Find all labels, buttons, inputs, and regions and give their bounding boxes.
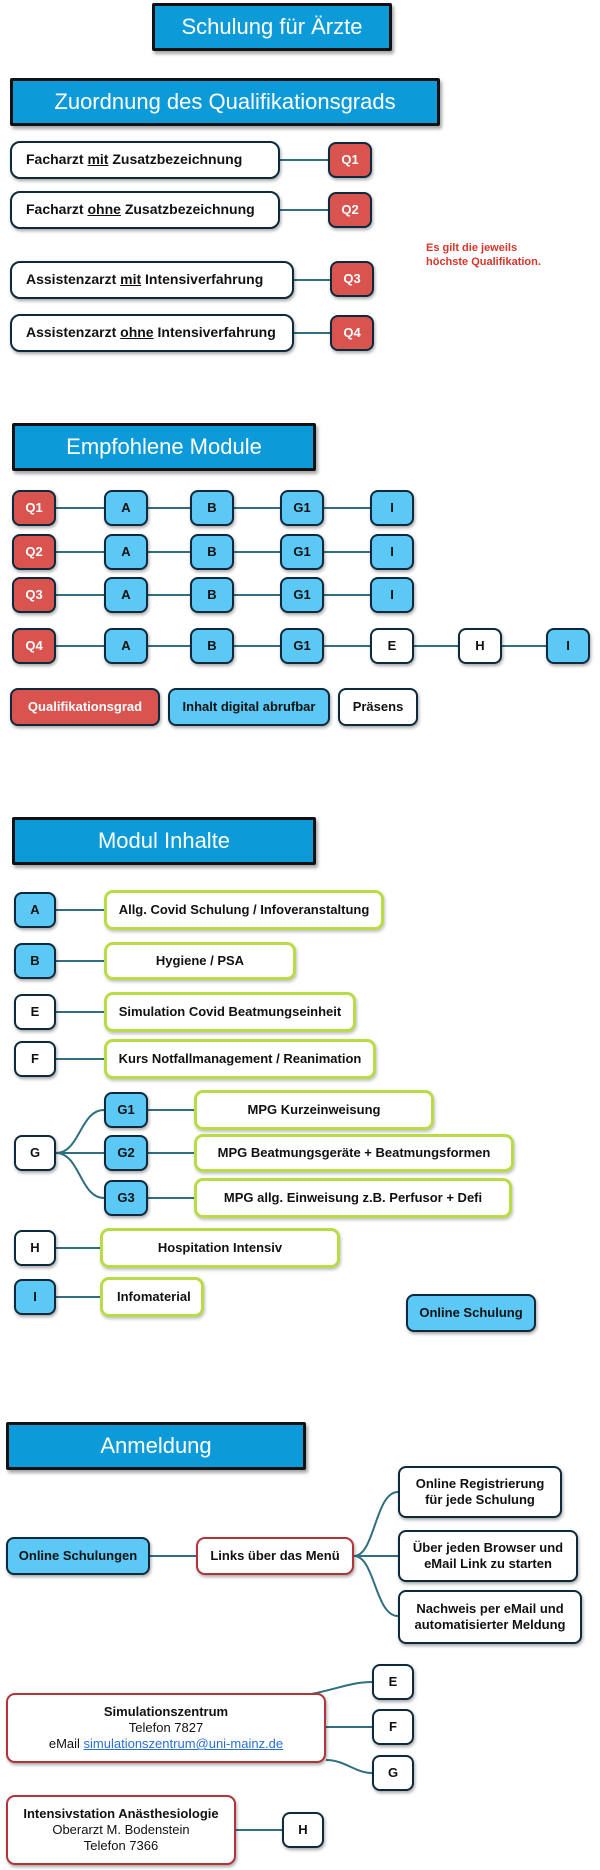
row-q3-module-a: A [104, 577, 148, 613]
proof-line-2: automatisierter Meldung [414, 1617, 566, 1632]
icu-phone: Telefon 7366 [83, 1838, 159, 1854]
qualification-note: Es gilt die jeweils höchste Qualifikatio… [426, 242, 541, 270]
badge-q4: Q4 [330, 315, 374, 351]
row-q2-module-a: A [104, 534, 148, 570]
content-key-i: I [14, 1279, 56, 1315]
icu-name: Intensivstation Anästhesiologie [23, 1805, 219, 1821]
content-text-e: Simulation Covid Beatmungseinheit [104, 992, 356, 1032]
row-q4-module-a: A [104, 628, 148, 664]
content-key-g3: G3 [104, 1180, 148, 1216]
browser-info-box: Über jeden Browser und eMail Link zu sta… [398, 1530, 578, 1582]
simulation-center-phone: Telefon 7827 [128, 1719, 204, 1735]
content-text-h: Hospitation Intensiv [100, 1228, 340, 1268]
row-q1-module-i: I [370, 490, 414, 526]
note-line-2: höchste Qualifikation. [426, 255, 541, 268]
content-key-e: E [14, 994, 56, 1030]
content-text-g2: MPG Beatmungsgeräte + Beatmungsformen [194, 1134, 514, 1172]
registration-line-1: Online Registrierung [415, 1475, 545, 1491]
qualification-emphasis: ohne [87, 201, 121, 218]
browser-line-1: Über jeden Browser und [412, 1539, 564, 1555]
qualification-item-q4: Assistenzarzt ohne Intensiverfahrung [10, 314, 294, 352]
icu-box: Intensivstation Anästhesiologie Oberarzt… [6, 1795, 236, 1865]
browser-line-2: eMail Link zu starten [424, 1556, 552, 1571]
qualification-label-rest: Zusatzbezeichnung [124, 201, 255, 218]
row-q4-module-g1: G1 [280, 628, 324, 664]
row-q3-qual: Q3 [12, 577, 56, 613]
content-key-a: A [14, 892, 56, 928]
badge-q1: Q1 [328, 142, 372, 178]
content-text-f: Kurs Notfallmanagement / Reanimation [104, 1039, 376, 1079]
row-q1-qual: Q1 [12, 490, 56, 526]
online-trainings-node: Online Schulungen [6, 1537, 150, 1575]
row-q1-module-b: B [190, 490, 234, 526]
content-key-g2: G2 [104, 1135, 148, 1171]
content-text-a: Allg. Covid Schulung / Infoveranstaltung [104, 890, 384, 930]
qualification-label: Assistenzarzt [26, 271, 117, 288]
registration-line-2: für jede Schulung [425, 1492, 535, 1507]
row-q4-module-b: B [190, 628, 234, 664]
icu-person: Oberarzt M. Bodenstein [52, 1821, 190, 1837]
content-text-b: Hygiene / PSA [104, 942, 296, 980]
qualification-label-rest: Intensiverfahrung [145, 271, 264, 288]
sim-target-g: G [372, 1755, 414, 1791]
content-key-b: B [14, 943, 56, 979]
row-q4-module-i: I [546, 628, 590, 664]
section-qualification-header: Zuordnung des Qualifikationsgrads [10, 78, 440, 126]
online-schulung-legend: Online Schulung [406, 1294, 536, 1332]
section-registration-header: Anmeldung [6, 1422, 306, 1470]
page-title: Schulung für Ärzte [152, 3, 392, 51]
simulation-center-email-link[interactable]: simulationszentrum@uni-mainz.de [83, 1736, 284, 1752]
qualification-label: Facharzt [26, 201, 84, 218]
content-key-g1: G1 [104, 1092, 148, 1128]
row-q3-module-g1: G1 [280, 577, 324, 613]
row-q2-qual: Q2 [12, 534, 56, 570]
sim-target-f: F [372, 1709, 414, 1745]
row-q1-module-a: A [104, 490, 148, 526]
simulation-center-box: Simulationszentrum Telefon 7827 eMail si… [6, 1693, 326, 1763]
menu-links-node: Links über das Menü [196, 1537, 354, 1575]
row-q3-module-i: I [370, 577, 414, 613]
qualification-emphasis: mit [87, 151, 109, 168]
sim-target-e: E [372, 1664, 414, 1700]
row-q3-module-b: B [190, 577, 234, 613]
row-q2-module-b: B [190, 534, 234, 570]
row-q4-qual: Q4 [12, 628, 56, 664]
section-contents-header: Modul Inhalte [12, 817, 316, 865]
row-q4-module-h: H [458, 628, 502, 664]
content-key-f: F [14, 1041, 56, 1077]
qualification-item-q1: Facharzt mit Zusatzbezeichnung [10, 141, 280, 179]
registration-info-box: Online Registrierung für jede Schulung [398, 1466, 562, 1518]
icu-target-h: H [282, 1812, 324, 1848]
row-q2-module-g1: G1 [280, 534, 324, 570]
row-q1-module-g1: G1 [280, 490, 324, 526]
content-text-i: Infomaterial [100, 1277, 204, 1317]
section-modules-header: Empfohlene Module [12, 423, 316, 471]
content-key-g: G [14, 1135, 56, 1171]
qualification-label-rest: Intensiverfahrung [157, 324, 276, 341]
qualification-label: Assistenzarzt [26, 324, 117, 341]
simulation-center-name: Simulationszentrum [103, 1703, 229, 1719]
content-key-h: H [14, 1230, 56, 1266]
row-q4-module-e: E [370, 628, 414, 664]
badge-q3: Q3 [330, 261, 374, 297]
legend-digital: Inhalt digital abrufbar [168, 688, 330, 726]
email-prefix: eMail [48, 1736, 84, 1752]
note-line-1: Es gilt die jeweils [426, 242, 518, 254]
content-text-g1: MPG Kurzeinweisung [194, 1090, 434, 1130]
row-q2-module-i: I [370, 534, 414, 570]
legend-qualification: Qualifikationsgrad [10, 688, 160, 726]
simulation-center-email-row: eMail simulationszentrum@uni-mainz.de [49, 1736, 283, 1752]
content-text-g3: MPG allg. Einweisung z.B. Perfusor + Def… [194, 1178, 512, 1218]
proof-info-box: Nachweis per eMail und automatisierter M… [398, 1590, 582, 1644]
proof-line-1: Nachweis per eMail und [416, 1600, 564, 1616]
qualification-label-rest: Zusatzbezeichnung [112, 151, 243, 168]
qualification-emphasis: mit [120, 271, 142, 288]
qualification-item-q2: Facharzt ohne Zusatzbezeichnung [10, 191, 280, 229]
legend-presence: Präsens [338, 688, 418, 726]
qualification-label: Facharzt [26, 151, 84, 168]
badge-q2: Q2 [328, 192, 372, 228]
qualification-item-q3: Assistenzarzt mit Intensiverfahrung [10, 261, 294, 299]
qualification-emphasis: ohne [120, 324, 154, 341]
